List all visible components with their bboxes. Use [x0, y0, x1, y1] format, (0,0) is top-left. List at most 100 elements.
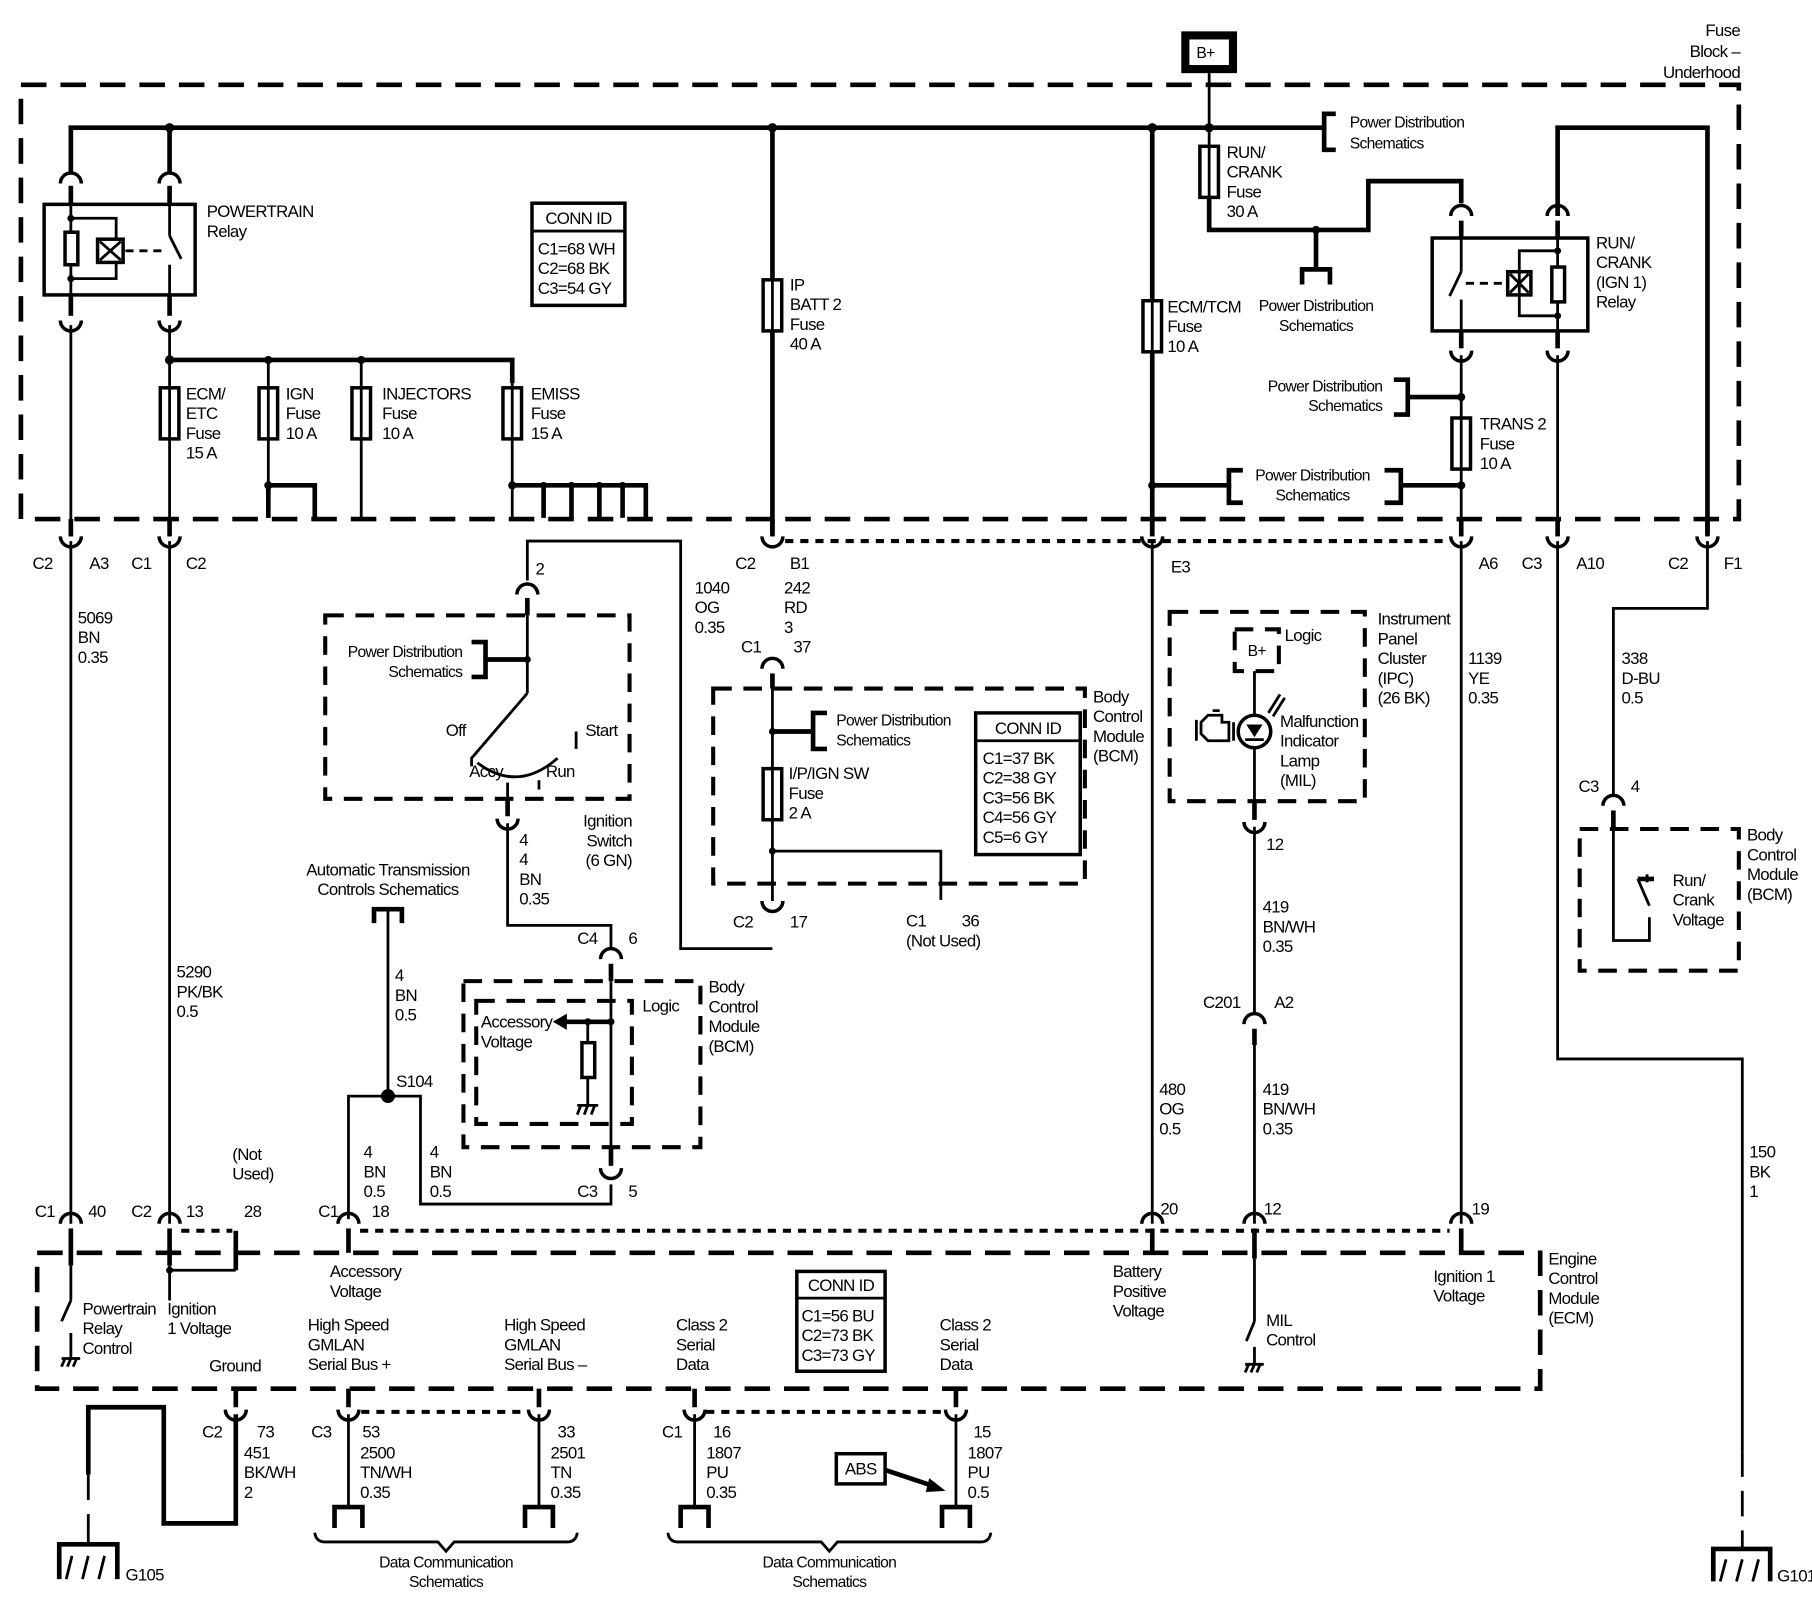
wire-label: 4	[519, 830, 528, 849]
ecm-signal-label: Ignition	[167, 1299, 216, 1318]
splice-label: S104	[396, 1072, 433, 1091]
fuse-block-connectors: C2 A3 C1 C2 C2 B1 E3 A6 C3 A10 C2 F1	[33, 519, 1743, 576]
run-crank-relay-label: Relay	[1596, 293, 1637, 312]
bcm-label: Body	[709, 978, 746, 997]
fuse-ecm-tcm: ECM/TCM Fuse 10 A Power Distribution Sch…	[1141, 297, 1466, 506]
ground-icon	[60, 1357, 81, 1368]
wire-label: 1807	[968, 1443, 1003, 1462]
wire-label: 2	[244, 1483, 253, 1502]
wire-label: 0.5	[364, 1182, 386, 1201]
atc-label: Automatic Transmission	[306, 860, 470, 879]
accessory-voltage-label: Accessory	[481, 1013, 554, 1032]
wire-label: RD	[784, 598, 807, 617]
wire-label: 1139	[1468, 649, 1502, 668]
fuse-label: 2 A	[789, 804, 813, 823]
wire-label: 0.35	[78, 648, 108, 667]
ecm-signal-label: Data	[940, 1355, 974, 1374]
connector-label: C1	[662, 1422, 682, 1441]
ground-g101: G101	[1710, 1539, 1812, 1585]
ecm-signal-label: Serial Bus +	[308, 1355, 391, 1374]
power-dist-label: Schematics	[388, 664, 463, 681]
ipc-label: Instrument	[1378, 610, 1452, 629]
fuse-label: ETC	[186, 404, 218, 423]
power-dist-label: Power Distribution	[1268, 378, 1383, 395]
connector-label: 16	[713, 1422, 731, 1441]
fuse-label: Fuse	[790, 315, 825, 334]
fuse-label: Fuse	[382, 404, 417, 423]
run-crank-relay-label: RUN/	[1596, 233, 1635, 252]
connector-label: 20	[1160, 1200, 1178, 1219]
conn-id-table-bcm: CONN ID C1=37 BK C2=38 GY C3=56 BK C4=56…	[973, 711, 1082, 857]
bcm-label: Control	[709, 997, 758, 1016]
wire-label: 0.35	[695, 618, 725, 637]
data-comm-label: Schematics	[409, 1574, 484, 1591]
fuse-ip-batt2: IP BATT 2 Fuse 40 A	[761, 275, 842, 353]
connector-label: 53	[362, 1422, 380, 1441]
conn-id-row: C3=56 BK	[983, 788, 1056, 807]
data-comm-label: Schematics	[792, 1574, 867, 1591]
wire-label: 4	[430, 1143, 439, 1162]
ignition-switch-label: Switch	[586, 831, 632, 850]
ignition-switch: 2 Power Distribution Schematics Off Star…	[323, 539, 773, 951]
run-crank-circuit: RUN/ CRANK Fuse 30 A Power Distribution …	[1198, 125, 1710, 535]
wire-label: 3	[784, 618, 793, 637]
fuse-label: 10 A	[382, 424, 414, 443]
power-dist-label: Power Distribution	[1350, 115, 1465, 132]
fuse-label: Fuse	[286, 404, 321, 423]
arrow-icon	[925, 1478, 946, 1493]
wire-label: BN/WH	[1263, 917, 1316, 936]
ipc-label: (26 BK)	[1378, 689, 1430, 708]
ecm-label: Engine	[1548, 1249, 1597, 1268]
wire-label: 338	[1622, 649, 1648, 668]
conn-id-table-fuse-block: CONN ID C1=68 WH C2=68 BK C3=54 GY	[530, 201, 627, 308]
mil-label: Lamp	[1280, 751, 1320, 770]
wire-label: 0.35	[551, 1483, 581, 1502]
connector-label: C2	[735, 554, 755, 573]
connector-label: C2	[202, 1422, 222, 1441]
wire-label: PK/BK	[177, 982, 225, 1001]
ecm-signal-label: Class 2	[676, 1316, 728, 1335]
wire-label: OG	[695, 598, 720, 617]
ecm-bottom-connectors: C2 73 C3 53 33 C1 16 15 451 BK/WH 2 2500…	[85, 1388, 1003, 1591]
fuse-label: Fuse	[1227, 182, 1262, 201]
wire-label: TN	[551, 1463, 572, 1482]
ecm-signal-label: Control	[82, 1339, 131, 1358]
conn-id-table-ecm: CONN ID C1=56 BU C2=73 BK C3=73 GY	[795, 1269, 887, 1374]
connector-label: C2	[1668, 554, 1688, 573]
wire-label: D-BU	[1622, 669, 1660, 688]
connector-label: C3	[311, 1422, 331, 1441]
ecm-signal-label: GMLAN	[308, 1335, 364, 1354]
conn-id-row: C5=6 GY	[983, 828, 1048, 847]
fuse-label: IGN	[286, 384, 314, 403]
ipc-outline	[1167, 609, 1367, 804]
wire-label: YE	[1468, 669, 1490, 688]
ecm-signal-label: GMLAN	[504, 1335, 560, 1354]
ecm-signal-label: MIL	[1266, 1311, 1292, 1330]
not-used-label: (Not Used)	[906, 931, 980, 950]
ecm-label: Module	[1548, 1289, 1599, 1308]
run-crank-voltage-label: Run/	[1673, 871, 1707, 890]
ecm-label: (ECM)	[1548, 1309, 1593, 1328]
ecm-signal-label: Accessory	[330, 1262, 403, 1281]
ecm-signal-label: Class 2	[940, 1316, 992, 1335]
connector-label: 40	[88, 1202, 106, 1221]
fuse-label: Fuse	[531, 404, 566, 423]
wire-label: 451	[244, 1443, 270, 1462]
wire-label: 5069	[78, 609, 113, 628]
connector-label: 28	[244, 1202, 262, 1221]
power-dist-label: Schematics	[1276, 487, 1351, 504]
fuse-label: ECM/	[186, 384, 226, 403]
battery-bus: Power Distribution Schematics	[68, 73, 1465, 535]
pin-label: 12	[1266, 835, 1284, 854]
bcm-label: Body	[1747, 826, 1784, 845]
conn-id-header: CONN ID	[545, 209, 612, 228]
ground-label: G101	[1777, 1566, 1812, 1585]
bcm-label: Module	[1093, 727, 1144, 746]
connector-label: 19	[1472, 1200, 1490, 1219]
mil-label: (MIL)	[1280, 771, 1316, 790]
fuse-label: BATT 2	[790, 295, 842, 314]
battery-label: B+	[1196, 45, 1215, 62]
pin-label: 2	[535, 560, 544, 579]
connector-label: A3	[89, 554, 109, 573]
